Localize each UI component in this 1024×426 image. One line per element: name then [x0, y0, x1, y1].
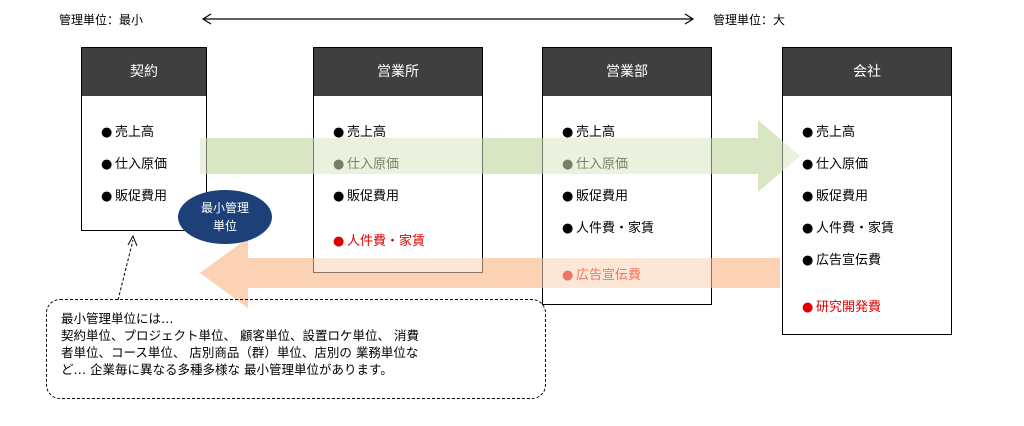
note-line: 最小管理単位には…: [61, 311, 174, 326]
list-item: ●販促費用: [101, 189, 168, 204]
list-item: ●仕入原価: [802, 157, 869, 172]
list-item: ●販促費用: [802, 189, 869, 204]
note-callout: 最小管理単位には… 契約単位、プロジェクト単位、 顧客単位、設置ロケ単位、 消費…: [46, 299, 546, 399]
list-item: ●仕入原価: [333, 157, 400, 172]
list-item: ●人件費・家賃: [802, 221, 895, 236]
list-item: ●仕入原価: [101, 157, 168, 172]
column-company: 会社 ●売上高 ●仕入原価 ●販促費用 ●人件費・家賃 ●広告宣伝費 ●研究開発…: [782, 47, 952, 335]
list-item: ●広告宣伝費: [802, 253, 882, 268]
list-item-highlight: ●研究開発費: [802, 300, 882, 315]
list-item-highlight: ●人件費・家賃: [333, 234, 426, 249]
minimum-unit-badge: 最小管理 単位: [178, 190, 272, 244]
list-item: ●売上高: [333, 125, 387, 140]
note-line: ど… 企業毎に異なる多種多様な 最小管理単位があります。: [61, 362, 393, 377]
column-sales-office: 営業所 ●売上高 ●仕入原価 ●販促費用 ●人件費・家賃: [313, 47, 483, 273]
column-header: 営業所: [314, 48, 482, 96]
column-header: 契約: [82, 48, 206, 96]
column-contract: 契約 ●売上高 ●仕入原価 ●販促費用: [81, 47, 207, 231]
list-item: ●販促費用: [333, 189, 400, 204]
list-item: ●売上高: [562, 125, 616, 140]
list-item: ●人件費・家賃: [562, 221, 655, 236]
note-line: 者単位、コース単位、 店別商品（群）単位、店別の 業務単位な: [61, 345, 419, 360]
scale-max-label: 管理単位：大: [713, 13, 786, 27]
column-sales-dept: 営業部 ●売上高 ●仕入原価 ●販促費用 ●人件費・家賃 ●広告宣伝費: [542, 47, 712, 305]
list-item: ●売上高: [101, 125, 155, 140]
list-item-highlight: ●広告宣伝費: [562, 268, 642, 283]
note-line: 契約単位、プロジェクト単位、 顧客単位、設置ロケ単位、 消費: [61, 328, 419, 343]
list-item: ●売上高: [802, 125, 856, 140]
column-header: 会社: [783, 48, 951, 96]
scale-min-label: 管理単位：最小: [59, 13, 144, 27]
column-header: 営業部: [543, 48, 711, 96]
list-item: ●仕入原価: [562, 157, 629, 172]
list-item: ●販促費用: [562, 189, 629, 204]
